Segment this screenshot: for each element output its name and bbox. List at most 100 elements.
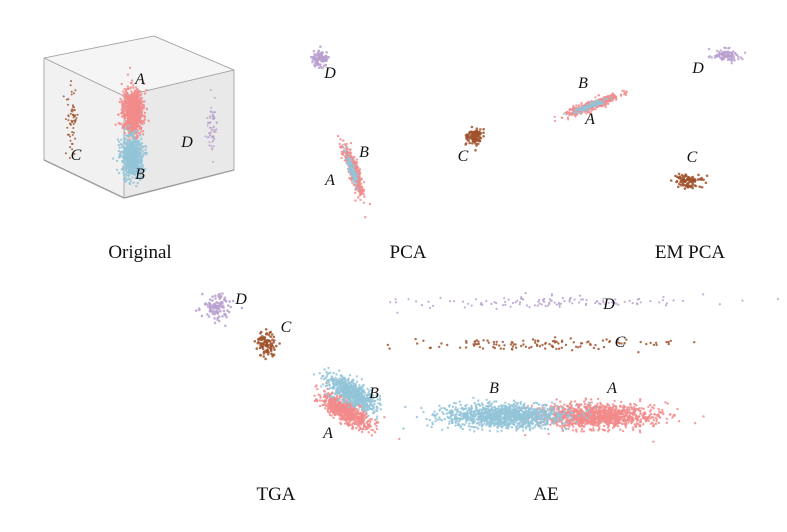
- data-point: [143, 122, 145, 124]
- cluster-D-em-pca: [708, 47, 747, 65]
- data-point: [131, 176, 133, 178]
- data-point: [353, 177, 355, 179]
- data-point: [363, 426, 365, 428]
- data-point: [122, 91, 124, 93]
- data-point: [323, 368, 325, 370]
- data-point: [114, 124, 116, 126]
- data-point: [358, 390, 360, 392]
- data-point: [266, 349, 269, 352]
- data-point: [73, 132, 75, 134]
- data-point: [138, 142, 140, 144]
- data-point: [467, 139, 470, 142]
- data-point: [347, 379, 349, 381]
- data-point: [349, 424, 351, 426]
- data-point: [357, 196, 359, 198]
- data-point: [688, 176, 691, 179]
- data-point: [121, 116, 123, 118]
- data-point: [355, 400, 357, 402]
- data-point: [358, 403, 360, 405]
- data-point: [70, 124, 72, 126]
- data-point: [119, 101, 121, 103]
- data-point: [714, 55, 716, 57]
- data-point: [343, 400, 345, 402]
- data-point: [262, 355, 265, 358]
- data-point: [676, 176, 679, 179]
- data-point: [71, 91, 73, 93]
- data-point: [368, 431, 370, 433]
- data-point: [376, 418, 378, 420]
- data-point: [355, 427, 357, 429]
- data-point: [271, 333, 274, 336]
- data-point: [325, 371, 327, 373]
- data-point: [74, 89, 76, 91]
- data-point: [119, 147, 121, 149]
- data-point: [219, 298, 222, 301]
- data-point: [329, 406, 331, 408]
- data-point: [126, 105, 128, 107]
- data-point: [358, 181, 360, 183]
- data-point: [317, 50, 320, 53]
- data-point: [693, 184, 696, 187]
- data-point: [208, 132, 210, 134]
- data-point: [733, 57, 735, 59]
- data-point: [332, 372, 334, 374]
- data-point: [554, 116, 556, 118]
- data-point: [375, 425, 377, 427]
- data-point: [347, 384, 349, 386]
- data-point: [573, 113, 575, 115]
- data-point: [209, 141, 211, 143]
- data-point: [686, 179, 689, 182]
- data-point: [467, 136, 470, 139]
- data-point: [586, 107, 588, 109]
- data-point: [134, 161, 136, 163]
- data-point: [337, 135, 339, 137]
- data-point: [336, 409, 338, 411]
- data-point: [610, 94, 612, 96]
- data-point: [346, 392, 348, 394]
- data-point: [138, 113, 140, 115]
- data-point: [333, 385, 335, 387]
- data-point: [572, 429, 574, 431]
- data-point: [66, 127, 68, 129]
- data-point: [325, 51, 328, 54]
- data-point: [327, 367, 329, 369]
- data-point: [565, 113, 567, 115]
- data-point: [338, 370, 340, 372]
- data-point: [685, 174, 688, 177]
- data-point: [730, 60, 732, 62]
- data-point: [580, 112, 582, 114]
- data-point: [213, 126, 215, 128]
- data-point: [363, 193, 365, 195]
- data-point: [379, 395, 381, 397]
- data-point: [126, 135, 128, 137]
- data-point: [342, 402, 344, 404]
- data-point: [265, 328, 268, 331]
- data-point: [268, 334, 271, 337]
- data-point: [348, 390, 350, 392]
- data-point: [142, 130, 144, 132]
- data-point: [702, 415, 704, 417]
- data-point: [471, 142, 474, 145]
- data-point: [218, 293, 221, 296]
- data-point: [359, 428, 361, 430]
- data-point: [127, 150, 129, 152]
- data-point: [691, 176, 694, 179]
- data-point: [207, 306, 210, 309]
- data-point: [133, 144, 135, 146]
- data-point: [581, 102, 583, 104]
- data-point: [358, 170, 360, 172]
- data-point: [617, 425, 619, 427]
- data-point: [375, 409, 377, 411]
- data-point: [144, 112, 146, 114]
- data-point: [223, 313, 226, 316]
- data-point: [123, 174, 125, 176]
- data-point: [361, 387, 363, 389]
- data-point: [124, 137, 126, 139]
- data-point: [600, 103, 602, 105]
- data-point: [213, 138, 215, 140]
- data-point: [684, 187, 687, 190]
- data-point: [345, 410, 347, 412]
- data-point: [346, 421, 348, 423]
- data-point: [69, 136, 71, 138]
- data-point: [348, 418, 350, 420]
